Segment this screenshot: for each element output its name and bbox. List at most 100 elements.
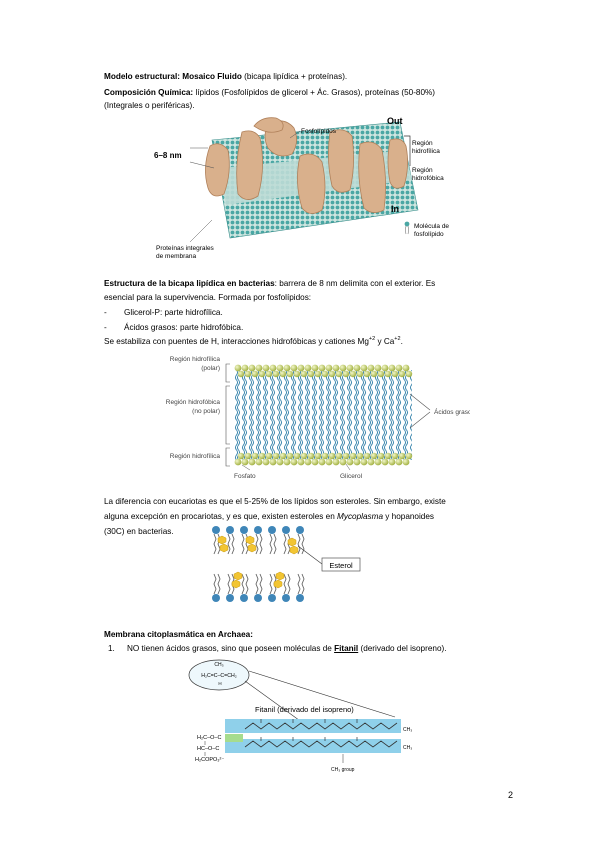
lipid-bilayer-figure: Región hidrofílica (polar) Región hidrof…	[166, 356, 470, 480]
top-phosphate-heads	[234, 364, 413, 378]
paragraph-chemical-composition: Composición Química: lípidos (Fosfolípid…	[104, 87, 435, 99]
phytanyl-title: Fitanil (derivado del isopreno)	[255, 705, 354, 714]
chain-bottom	[244, 740, 398, 748]
top-hydrophilic-label-1: Región hidrofílica	[170, 356, 221, 363]
bottom-phosphate-heads	[234, 452, 413, 466]
protein-4	[297, 153, 326, 214]
sterols-text-1: La diferencia con eucariotas es que el 5…	[104, 497, 446, 506]
sterol-label-box	[321, 557, 361, 572]
ch3-group-label: CH₃ group	[331, 767, 355, 773]
glycerol-phosphate: H₂COPO₃²⁻	[195, 757, 224, 763]
mycoplasma-italic: Mycoplasma	[337, 512, 384, 521]
heading-structural-model: Modelo estructural: Mosaico Fluido	[104, 72, 242, 81]
list-number-1: 1.	[108, 644, 115, 653]
isoprene-h: H	[218, 681, 221, 686]
isoprene-ch3: CH₃	[214, 662, 223, 668]
phospholipid-molecule-icon	[404, 221, 410, 235]
heading-archaea-membrane: Membrana citoplasmática en Archaea:	[104, 629, 253, 641]
sterols-text-2-pre: alguna excepción en procariotas, y es qu…	[104, 512, 338, 521]
thickness-label: 6–8 nm	[154, 151, 182, 160]
fatty-acid-tails	[234, 370, 412, 460]
paragraph-bilayer-structure: Estructura de la bicapa lipídica en bact…	[104, 278, 435, 290]
in-label: In	[391, 204, 399, 214]
thickness-lines	[189, 147, 215, 169]
page-number: 2	[508, 790, 514, 800]
stabilization-text: Se estabiliza con puentes de H, interacc…	[104, 336, 403, 348]
stabilization-pre: Se estabiliza con puentes de H, interacc…	[104, 337, 369, 346]
archaea-title: Membrana citoplasmática en Archaea	[104, 630, 251, 639]
protein-2	[236, 130, 263, 200]
sterol-figure-heads	[212, 526, 304, 602]
phytanyl-figure: CH₃ H₂C=C–C=CH₂ H Fitanil (derivado del …	[188, 659, 412, 773]
glycerol-label: Glicerol	[340, 473, 363, 480]
ca-charge: +2	[394, 336, 401, 342]
bullet-dash-2: -	[104, 323, 107, 332]
phosphate-pointer	[241, 464, 251, 471]
hydrophobic-region-label-2: (no polar)	[192, 408, 220, 415]
ether-highlight	[225, 734, 243, 742]
structural-model-text: (bicapa lipídica + proteínas).	[241, 72, 348, 81]
fluid-mosaic-figure: 6–8 nm Fosfolípidos Out In Región hidrof…	[154, 116, 449, 260]
sterols-text-3: (30C) en bacterias.	[104, 527, 174, 536]
paragraph-structural-model: Modelo estructural: Mosaico Fluido (bica…	[104, 71, 347, 83]
bilayer-text-2: esencial para la supervivencia. Formada …	[104, 293, 312, 302]
bottom-hydrophilic-label: Región hidrofílica	[170, 453, 221, 460]
ch3-top-label: CH₃	[403, 727, 412, 733]
ch3-bottom-label: CH₃	[403, 745, 412, 751]
isoprene-ellipse	[188, 659, 250, 691]
sterol-molecules	[217, 535, 299, 589]
hydrophilic-label-1: Región	[412, 140, 433, 147]
phospholipids-label: Fosfolípidos	[301, 128, 337, 135]
isoprene-callout-lines	[244, 670, 396, 724]
heading-bilayer-structure: Estructura de la bicapa lipídica en bact…	[104, 279, 275, 288]
methyl-branches	[260, 719, 358, 741]
glycerol-ether-1: H₂C–O–C	[197, 735, 221, 741]
chemical-composition-text: lípidos (Fosfolípidos de glicerol + Ác. …	[193, 88, 436, 97]
sterol-figure: Esterol	[212, 526, 361, 602]
fatty-acids-pointer	[409, 393, 431, 429]
bullet-dash-1: -	[104, 308, 107, 317]
phosphate-label: Fosfato	[234, 473, 256, 480]
hydrophobic-region-label-1: Región hidrofóbica	[166, 399, 221, 406]
hydrophobic-label-2: hidrofóbica	[412, 175, 444, 182]
sterols-text-2-post: y hopanoides	[383, 512, 434, 521]
glycerol-pointer	[345, 463, 351, 471]
proteins-pointer	[189, 219, 213, 243]
glycerol-ether-2: HC–O–C	[197, 746, 219, 752]
top-hydrophilic-label-2: (polar)	[201, 365, 220, 372]
region-brackets	[225, 363, 230, 467]
sterol-label: Esterol	[329, 561, 353, 570]
protein-1	[205, 143, 230, 197]
stabilization-mid: y Ca	[375, 337, 395, 346]
archaea-title-colon: :	[250, 630, 253, 639]
protein-6	[358, 141, 386, 213]
sterol-pointer	[297, 545, 323, 565]
fitanil-underlined: Fitanil	[334, 644, 359, 653]
sterols-text-2: alguna excepción en procariotas, y es qu…	[104, 511, 434, 523]
protein-5	[328, 129, 354, 193]
hydrophilic-label-2: hidrofílica	[412, 148, 440, 155]
list-item-fitanil: NO tienen ácidos grasos, sino que poseen…	[127, 643, 447, 655]
isoprene-formula: H₂C=C–C=CH₂	[201, 673, 236, 679]
phospholipids-pointer	[289, 130, 301, 139]
fitanil-text-pre: NO tienen ácidos grasos, sino que poseen…	[127, 644, 335, 653]
molecule-label-2: fosfolípido	[414, 231, 444, 238]
stabilization-end: .	[400, 337, 403, 346]
bracket-out	[404, 135, 411, 166]
protein-7	[387, 138, 408, 189]
fatty-acids-label: Ácidos grasos	[434, 407, 470, 416]
phytanyl-band-bottom	[225, 739, 401, 753]
hydrophobic-label-1: Región	[412, 167, 433, 174]
fitanil-text-post: (derivado del isopreno).	[358, 644, 447, 653]
chain-top	[244, 722, 398, 730]
bullet-fatty-acids: Ácidos grasos: parte hidrofóbica.	[124, 323, 244, 332]
chemical-composition-text-2: (Integrales o periféricas).	[104, 101, 195, 110]
molecule-label-1: Molécula de	[414, 223, 449, 230]
proteins-label-1: Proteínas integrales	[156, 245, 215, 252]
bilayer-text-1: : barrera de 8 nm delimita con el exteri…	[274, 279, 436, 288]
out-label: Out	[387, 116, 403, 126]
protein-8	[253, 117, 284, 133]
heading-chemical-composition: Composición Química:	[104, 88, 194, 97]
mg-charge: +2	[368, 336, 376, 342]
proteins-label-2: de membrana	[156, 253, 196, 260]
